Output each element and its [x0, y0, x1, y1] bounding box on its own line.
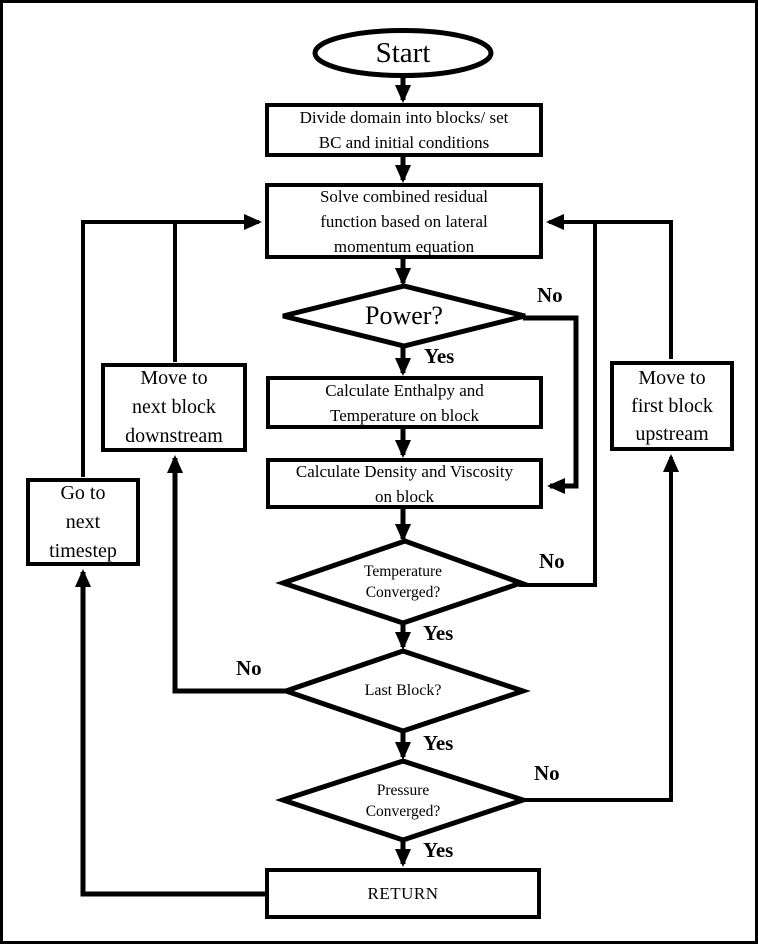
last-block-decision-shape	[278, 648, 531, 734]
node-start-label: Start	[375, 36, 431, 69]
node-calculate-density: Calculate Density and Viscosity on block	[266, 458, 543, 509]
node-calculate-enthalpy-label: Calculate Enthalpy and Temperature on bl…	[325, 380, 484, 425]
node-first-block-upstream-label: Move to first block upstream	[631, 367, 713, 445]
edge-label-last-no: No	[236, 656, 262, 680]
edge-temp-no-loop	[519, 220, 597, 587]
node-next-block-downstream-label: Move to next block downstream	[125, 367, 223, 447]
edge-label-pressure-no: No	[534, 761, 560, 785]
node-solve-residual: Solve combined residual function based o…	[265, 183, 543, 259]
pressure-converged-decision-shape	[275, 758, 531, 843]
node-solve-residual-label: Solve combined residual function based o…	[319, 186, 489, 256]
node-divide-domain: Divide domain into blocks/ set BC and in…	[265, 103, 543, 157]
node-return: RETURN	[265, 868, 541, 919]
edge-label-power-yes: Yes	[424, 344, 455, 368]
node-divide-domain-label: Divide domain into blocks/ set BC and in…	[299, 108, 509, 152]
edge-timestep-solve	[81, 214, 262, 477]
edge-label-last-yes: Yes	[423, 731, 454, 755]
node-first-block-upstream: Move to first block upstream	[610, 361, 734, 451]
edge-label-power-no: No	[537, 283, 563, 307]
edge-label-temp-no: No	[539, 549, 565, 573]
edge-label-pressure-yes: Yes	[423, 838, 454, 862]
node-calculate-enthalpy: Calculate Enthalpy and Temperature on bl…	[266, 376, 543, 429]
edge-last-no	[167, 455, 287, 694]
edge-upstream-solve	[546, 214, 673, 359]
edge-return-timestep	[75, 569, 266, 897]
connector-layer	[75, 28, 679, 897]
node-next-timestep-label: Go to next timestep	[49, 481, 117, 562]
node-next-block-downstream: Move to next block downstream	[101, 363, 247, 452]
edge-label-temp-yes: Yes	[423, 621, 454, 645]
node-calculate-density-label: Calculate Density and Viscosity on block	[295, 461, 514, 506]
power-decision-shape	[282, 283, 526, 349]
edge-pressure-no	[522, 454, 679, 802]
temperature-converged-decision-shape	[275, 538, 529, 626]
node-next-timestep: Go to next timestep	[26, 478, 140, 566]
node-return-label: RETURN	[367, 884, 439, 903]
edge-power-no	[523, 315, 579, 494]
